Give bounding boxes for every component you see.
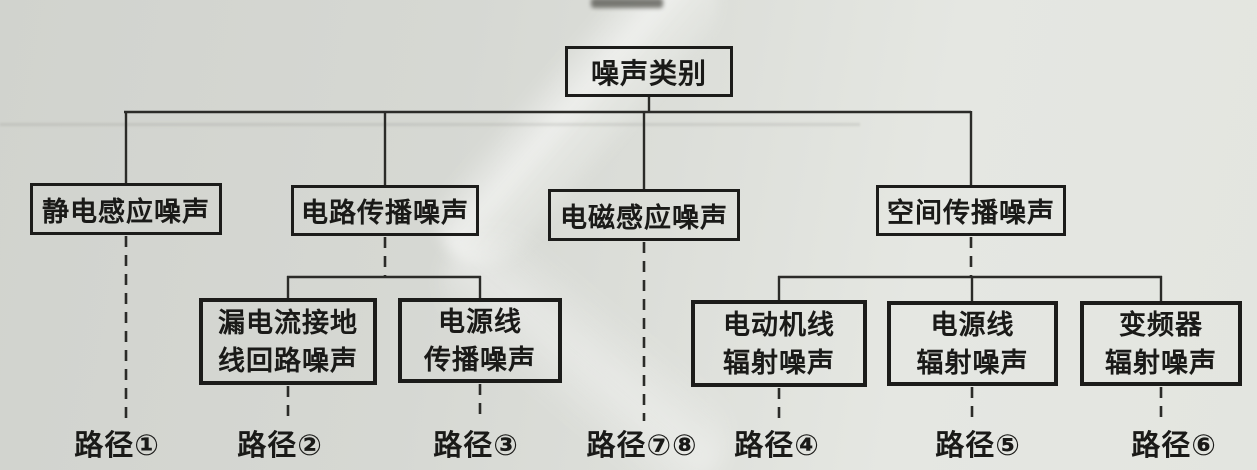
node-label-line2: 线回路噪声 [218,345,358,376]
path-label-7-8: 路径⑦⑧ [586,430,698,462]
path-label-3: 路径③ [433,430,519,462]
path-label-4: 路径④ [734,430,820,462]
node-noise-category: 噪声类别 [565,46,733,97]
node-motor-line-radiation-noise: 电动机线 辐射噪声 [691,300,867,387]
node-label-line2: 辐射噪声 [723,347,835,378]
node-label: 噪声类别 [590,57,707,89]
node-label: 电磁感应噪声 [560,202,728,233]
node-space-propagation-noise: 空间传播噪声 [876,185,1066,236]
node-label-line1: 变频器 [1119,309,1203,340]
path-label-5: 路径⑤ [935,430,1021,462]
node-label-line2: 辐射噪声 [916,347,1029,378]
node-label: 电路传播噪声 [301,198,469,228]
node-label: 空间传播噪声 [887,198,1055,228]
node-label-line1: 电源线 [438,306,522,337]
path-label-1: 路径① [74,430,160,462]
path-label-2: 路径② [237,430,323,462]
node-label-line2: 辐射噪声 [1105,347,1217,378]
node-power-line-radiation-noise: 电源线 辐射噪声 [887,301,1058,386]
node-label-line2: 传播噪声 [424,344,536,375]
node-inverter-radiation-noise: 变频器 辐射噪声 [1080,301,1242,386]
node-power-line-propagation-noise: 电源线 传播噪声 [398,298,562,383]
node-label-line1: 电源线 [930,309,1015,340]
node-leakage-current-ground-loop-noise: 漏电流接地 线回路噪声 [199,298,377,385]
node-circuit-propagation-noise: 电路传播噪声 [291,185,479,236]
node-label-line1: 漏电流接地 [218,307,358,338]
node-label-line1: 电动机线 [723,309,835,340]
node-label: 静电感应噪声 [42,196,210,227]
path-label-6: 路径⑥ [1131,430,1217,462]
node-electromagnetic-induction-noise: 电磁感应噪声 [548,189,740,241]
node-electrostatic-induction-noise: 静电感应噪声 [30,183,222,235]
